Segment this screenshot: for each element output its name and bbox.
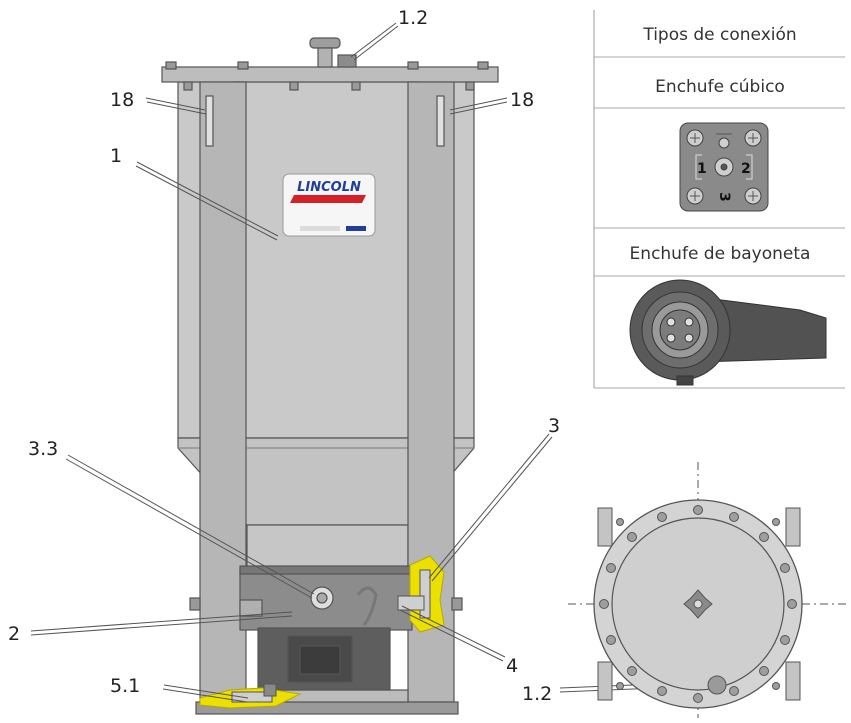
cubic-pin-1: 1 — [697, 161, 707, 177]
logo-stripe — [290, 195, 366, 203]
callout-18-left: 18 — [110, 89, 134, 111]
cubic-plug-image — [679, 122, 769, 212]
row-label-bayonet: Enchufe de bayoneta — [630, 244, 811, 264]
callout-1-2-top: 1.2 — [398, 7, 428, 29]
cubic-pin-3: 3 — [716, 192, 732, 202]
bracket-left — [205, 95, 214, 147]
filler-cap[interactable] — [309, 37, 341, 49]
leader-lines — [30, 22, 706, 703]
callout-2: 2 — [8, 623, 20, 645]
bayonet-plug-image — [629, 279, 827, 386]
callout-1-2-bottom: 1.2 — [522, 683, 552, 705]
cover-bolt-holes — [599, 505, 797, 703]
bracket-right — [436, 95, 445, 147]
callout-5-1: 5.1 — [110, 675, 140, 697]
callout-3: 3 — [548, 415, 560, 437]
table-header: Tipos de conexión — [642, 25, 796, 45]
row-label-cubic: Enchufe cúbico — [655, 77, 785, 97]
callout-1: 1 — [110, 145, 122, 167]
lincoln-logo: LINCOLN — [297, 180, 361, 195]
cubic-pin-2: 2 — [741, 161, 751, 177]
connection-types-table: Tipos de conexión Enchufe cúbico Enchufe… — [593, 10, 845, 389]
frame-post-left — [199, 81, 247, 703]
lincoln-label: LINCOLN — [282, 173, 376, 237]
cover-plate — [161, 66, 499, 83]
callout-4: 4 — [506, 655, 518, 677]
callout-3-3: 3.3 — [28, 438, 58, 460]
callout-18-right: 18 — [510, 89, 534, 111]
pump-unit — [161, 37, 499, 715]
reservoir-neck — [246, 524, 409, 571]
filler-cap-top-view[interactable] — [707, 675, 727, 695]
top-view — [568, 462, 846, 718]
